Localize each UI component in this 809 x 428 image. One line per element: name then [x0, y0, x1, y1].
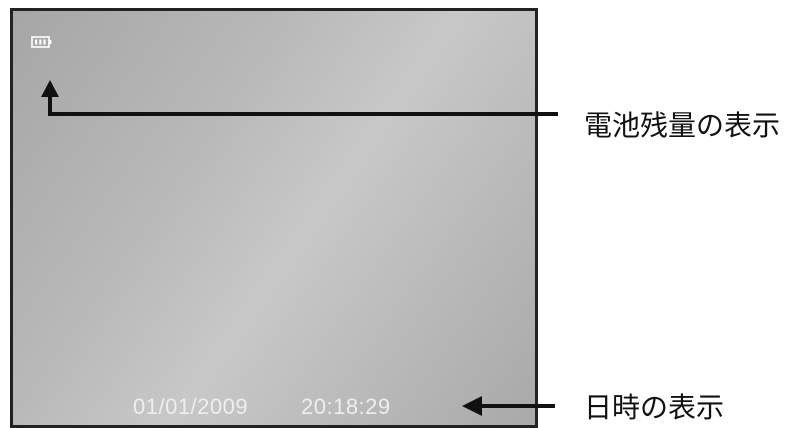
- date-readout: 01/01/2009: [133, 394, 249, 419]
- time-readout: 20:18:29: [301, 394, 391, 419]
- datetime-callout-label: 日時の表示: [584, 391, 725, 424]
- battery-icon: [31, 36, 52, 48]
- battery-callout-arrow: [41, 80, 558, 116]
- battery-callout-label: 電池残量の表示: [584, 109, 781, 142]
- camera-screen: 01/01/2009 20:18:29: [10, 8, 538, 428]
- datetime-callout-arrow: [462, 396, 555, 416]
